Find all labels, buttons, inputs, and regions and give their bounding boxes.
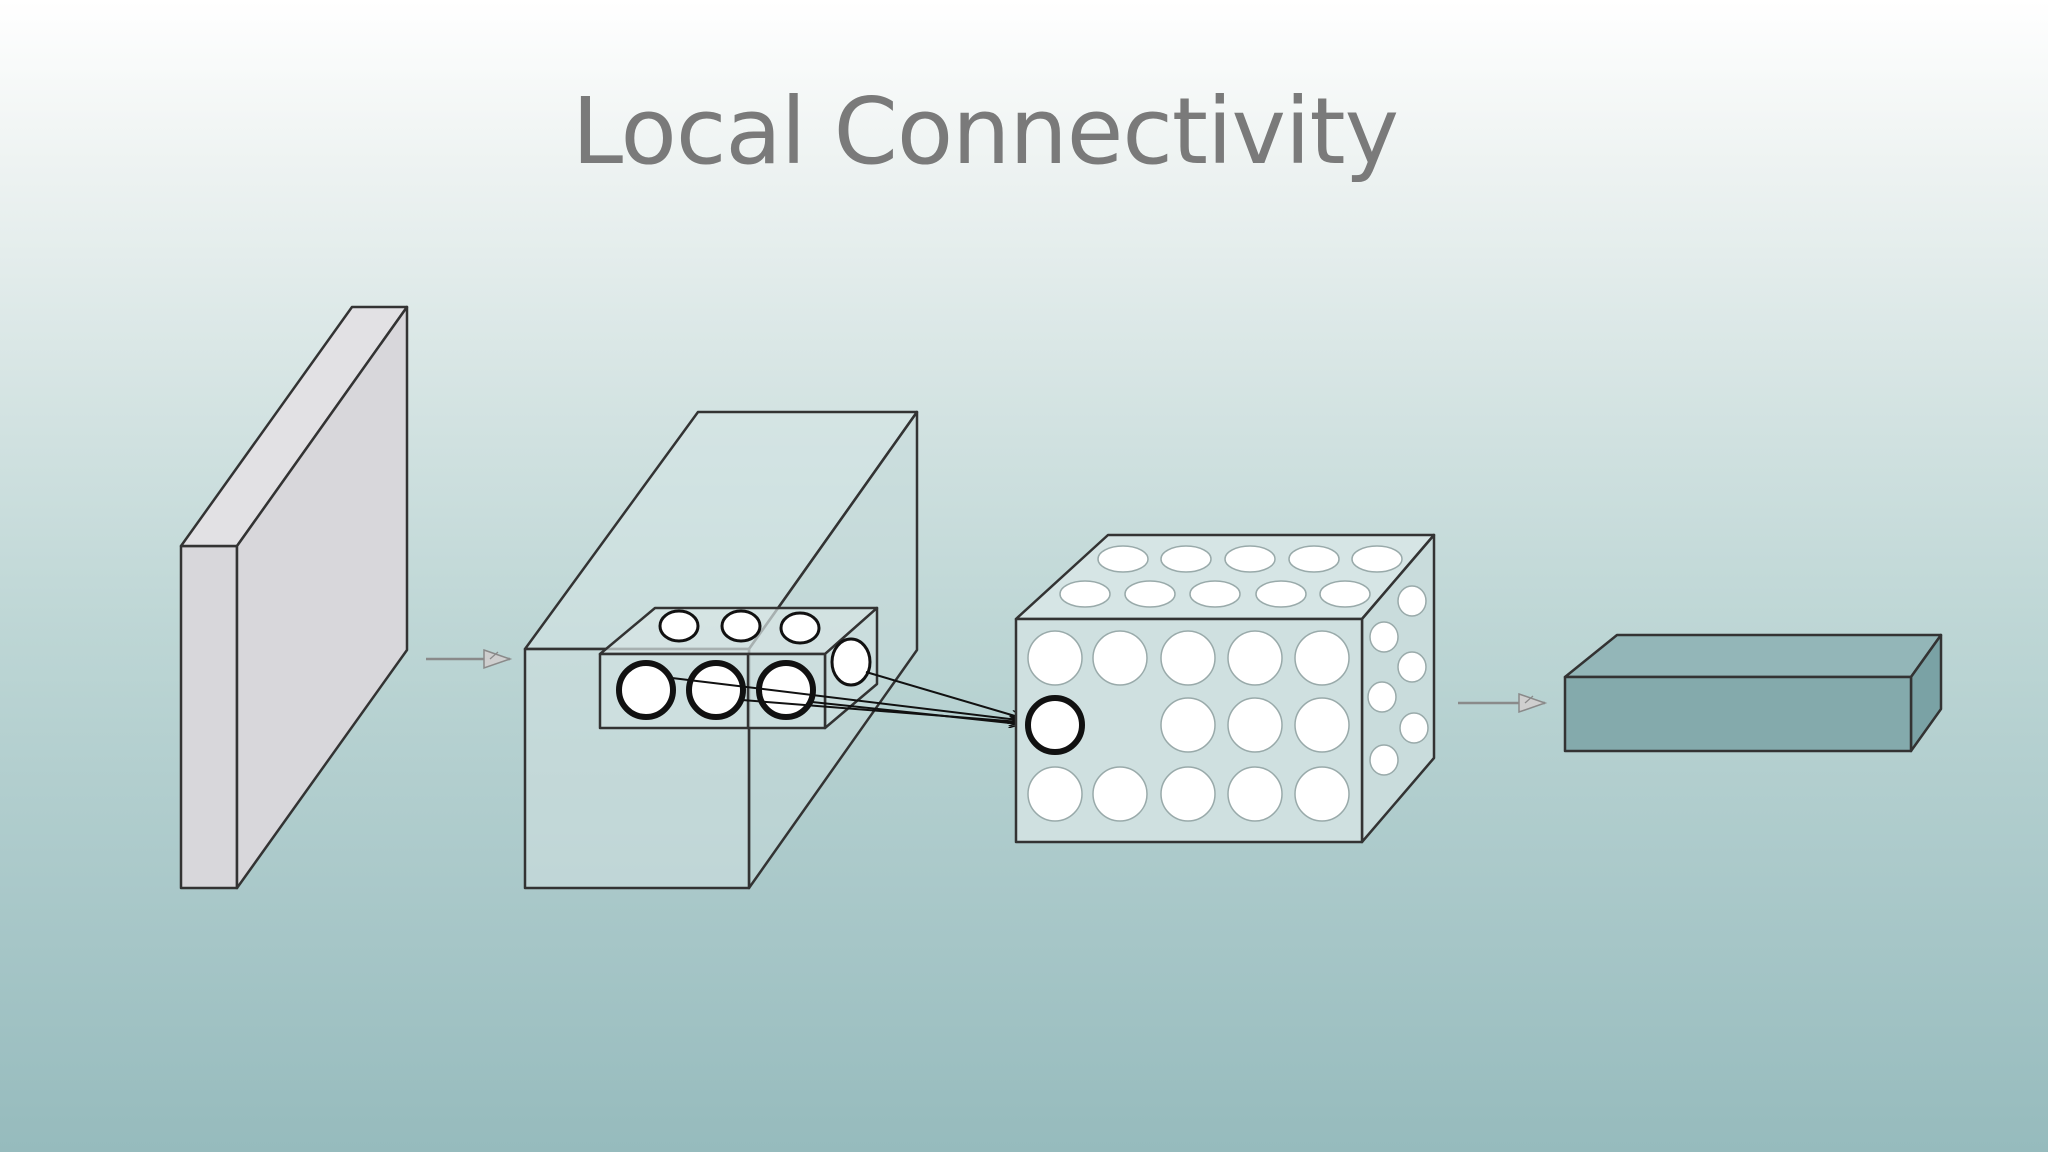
receptive-front-neuron: [756, 660, 816, 720]
receptive-neurons: [616, 609, 872, 720]
neuron: [1319, 580, 1371, 608]
neuron: [1097, 545, 1149, 573]
neuron: [1369, 621, 1399, 653]
neuron: [1160, 766, 1216, 822]
receptive-front-neuron: [616, 660, 676, 720]
neuron: [1351, 545, 1403, 573]
input-layer-slab: [179, 305, 409, 890]
connection-line: [671, 677, 1018, 720]
connection-line: [865, 671, 1022, 718]
neuron: [1124, 580, 1176, 608]
neuron: [1369, 744, 1399, 776]
target-neuron: [1025, 695, 1085, 755]
neuron: [1160, 545, 1212, 573]
slide-title: Local Connectivity: [571, 78, 1399, 185]
neuron-volume-front-neurons: [1027, 630, 1350, 822]
neuron: [1227, 697, 1283, 753]
neuron: [1160, 697, 1216, 753]
neuron: [1027, 630, 1083, 686]
neuron: [1294, 766, 1350, 822]
neuron: [1367, 681, 1397, 713]
connection-line: [811, 701, 1020, 724]
neuron: [1399, 712, 1429, 744]
receptive-top-neuron: [658, 609, 700, 643]
neuron-volume-side-neurons: [1367, 585, 1429, 776]
neuron: [1227, 766, 1283, 822]
neuron: [1092, 630, 1148, 686]
input-slab-front: [179, 544, 239, 890]
neuron: [1294, 697, 1350, 753]
neuron: [1059, 580, 1111, 608]
input-slab-side: [235, 305, 409, 890]
neuron: [1160, 630, 1216, 686]
receptive-top-neuron: [779, 611, 821, 645]
flow-arrow-icon: [426, 648, 513, 670]
neuron: [1224, 545, 1276, 573]
receptive-top-neuron: [720, 609, 762, 643]
neuron: [1092, 766, 1148, 822]
receptive-front-neuron: [686, 660, 746, 720]
output-top: [1563, 633, 1943, 679]
output-layer-block: [1563, 633, 1943, 753]
neuron: [1255, 580, 1307, 608]
neuron-volume-top-neurons: [1059, 545, 1403, 608]
neuron: [1397, 585, 1427, 617]
neuron: [1227, 630, 1283, 686]
output-front: [1563, 675, 1913, 753]
neuron: [1294, 630, 1350, 686]
neuron: [1288, 545, 1340, 573]
receptive-side-neuron: [830, 637, 872, 687]
neuron: [1189, 580, 1241, 608]
neuron: [1027, 766, 1083, 822]
connection-arrows: [671, 671, 1022, 724]
flow-arrow-icon: [1458, 692, 1548, 714]
neuron: [1397, 651, 1427, 683]
